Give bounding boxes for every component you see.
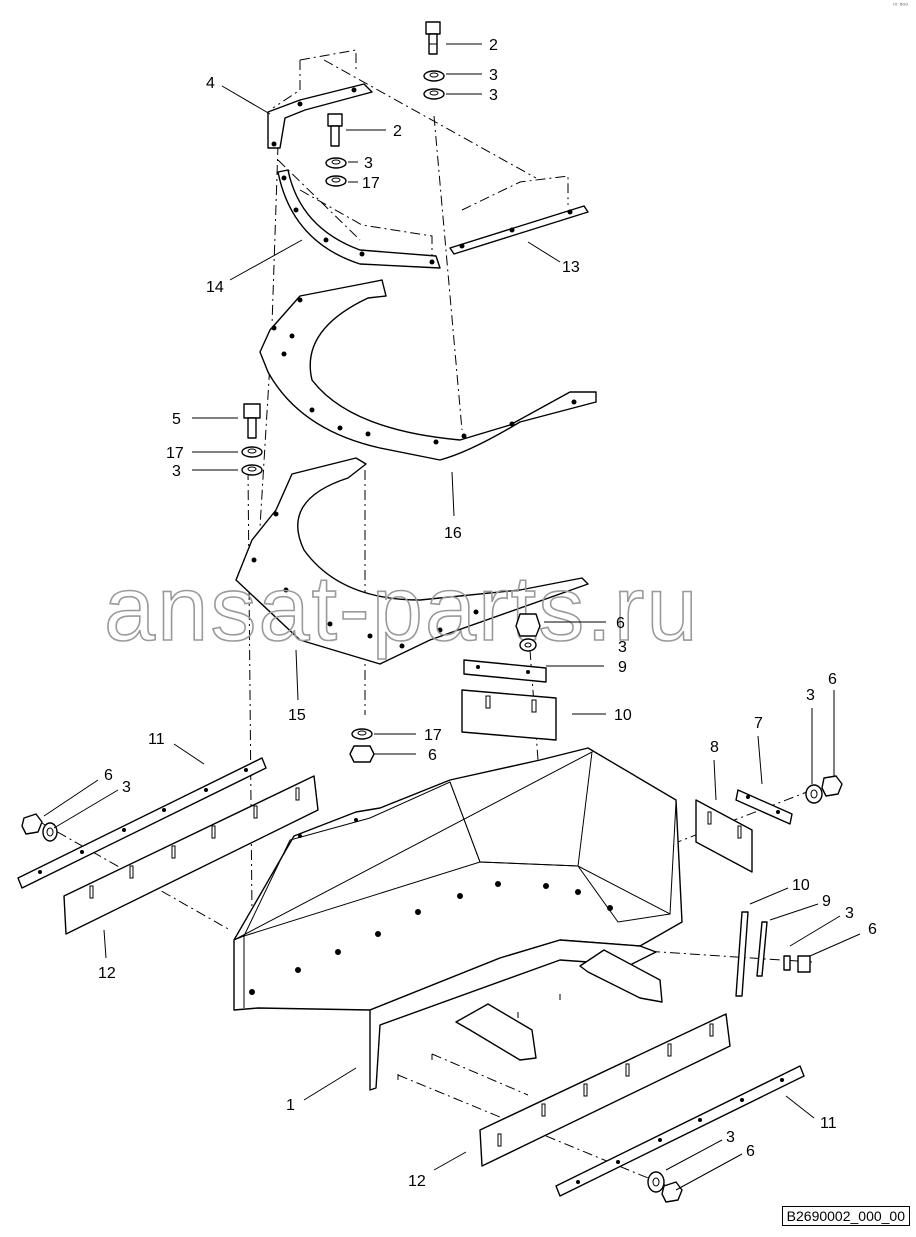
callout-13: 13 (562, 259, 580, 276)
callout-9: 9 (822, 893, 831, 910)
callout-17: 17 (166, 445, 184, 462)
leader-lines (43, 43, 861, 1191)
callout-10: 10 (614, 707, 632, 724)
callout-6: 6 (868, 921, 877, 938)
bar-11-bottom (555, 1065, 805, 1197)
callout-7: 7 (754, 715, 763, 732)
plate-15 (235, 457, 589, 665)
nut-washer-right (805, 775, 843, 804)
bracket-4 (267, 83, 373, 149)
nut-washer-bottom (647, 1171, 683, 1203)
strip-13 (449, 205, 589, 255)
callout-11: 11 (820, 1115, 837, 1132)
callout-1: 1 (286, 1097, 295, 1114)
washers-3-top (423, 70, 445, 100)
plate-7 (735, 789, 793, 825)
callout-16: 16 (444, 525, 462, 542)
callout-3: 3 (806, 687, 815, 704)
callout-3: 3 (172, 463, 181, 480)
callout-15: 15 (288, 707, 306, 724)
watermark-text: ansat-parts.ru (104, 558, 700, 660)
callout-6: 6 (428, 747, 437, 764)
callout-3: 3 (122, 779, 131, 796)
bolt-2-mid (327, 113, 343, 147)
nut-washer-left (21, 813, 58, 842)
callout-4: 4 (206, 75, 215, 92)
callout-10: 10 (792, 877, 810, 894)
washers-mid (325, 157, 347, 187)
callout-12: 12 (408, 1173, 426, 1190)
strip-9-right (756, 921, 768, 977)
callout-3: 3 (489, 67, 498, 84)
callout-12: 12 (98, 965, 116, 982)
plate-12-bottom (479, 1013, 731, 1167)
drawing-code-label: B2690002_000_00 (781, 1206, 910, 1226)
housing-1 (233, 747, 683, 1091)
washers-5 (241, 446, 263, 476)
washer-nut-right-lower (783, 955, 811, 973)
callout-3: 3 (489, 87, 498, 104)
plate-9 (463, 659, 547, 683)
curved-strip-14 (277, 169, 441, 269)
callout-3: 3 (364, 155, 373, 172)
callout-3: 3 (845, 905, 854, 922)
callout-5: 5 (172, 411, 181, 428)
washer-17-nut-6 (349, 728, 375, 763)
callout-numbers: 2 3 3 4 2 3 17 13 14 5 17 3 16 6 3 9 10 … (98, 37, 877, 1190)
callout-11: 11 (148, 731, 165, 748)
strip-10-right (735, 911, 749, 997)
bar-11-left (17, 757, 267, 889)
bolt-2-top (425, 21, 441, 55)
callout-2: 2 (393, 123, 402, 140)
plate-16 (259, 279, 597, 461)
plate-8 (695, 799, 753, 873)
callout-3: 3 (618, 639, 627, 656)
callout-8: 8 (710, 739, 719, 756)
callout-6: 6 (616, 615, 625, 632)
callout-14: 14 (206, 279, 224, 296)
callout-17: 17 (362, 175, 380, 192)
plate-10 (461, 689, 557, 741)
callout-6: 6 (746, 1143, 755, 1160)
callout-6: 6 (828, 671, 837, 688)
corner-mark: ʳ⁰ ⁸⁰⁰ (892, 2, 908, 10)
nut-6-center (515, 613, 541, 652)
callout-2: 2 (489, 37, 498, 54)
callout-3: 3 (726, 1129, 735, 1146)
plate-12-left (63, 775, 319, 935)
bolt-5 (243, 403, 261, 439)
callout-6: 6 (104, 767, 113, 784)
callout-17: 17 (424, 727, 442, 744)
callout-9: 9 (618, 659, 627, 676)
